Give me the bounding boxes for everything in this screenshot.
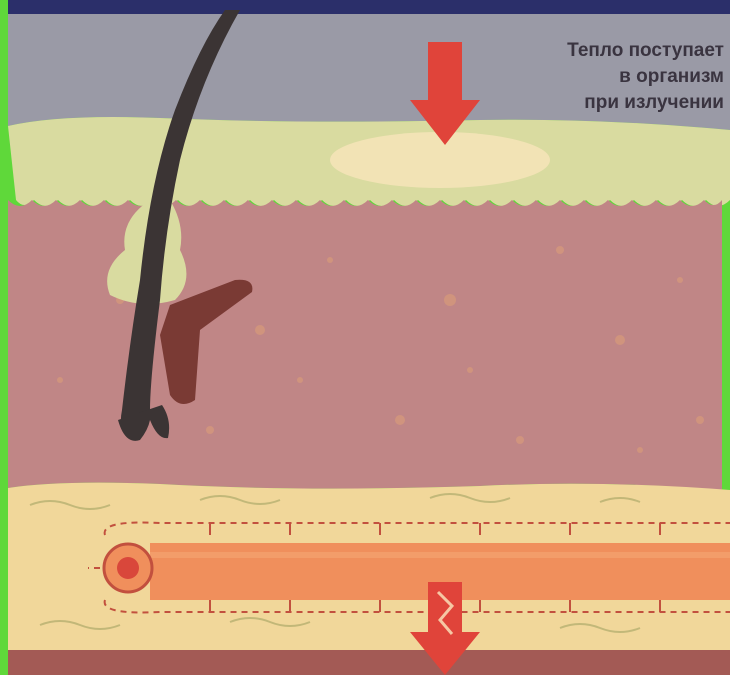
vessel-lumen [117,557,139,579]
muscle-layer [8,650,730,675]
caption-line-3: при излучении [454,90,724,116]
heat-caption: Тепло поступает в организм при излучении [454,38,724,116]
dermis-layer [8,200,722,490]
heat-glow [330,132,550,188]
caption-line-1: Тепло поступает [454,38,724,64]
caption-line-2: в организм [454,64,724,90]
top-dark-band [8,0,730,14]
